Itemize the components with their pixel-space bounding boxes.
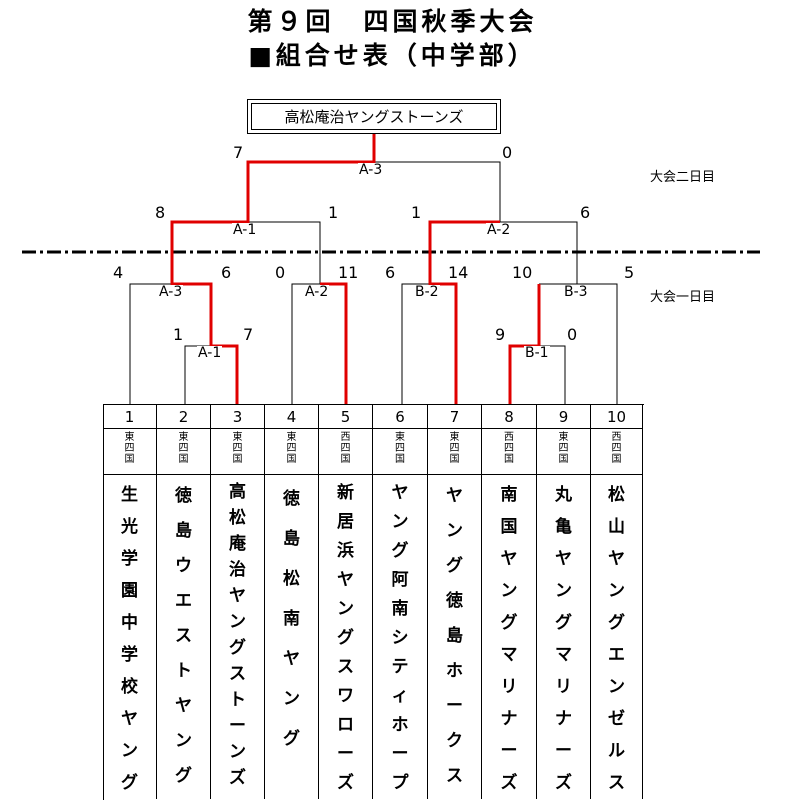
team-column: 2 東四国徳島ウエストヤング xyxy=(157,404,211,799)
score-r2a1-left: 8 xyxy=(155,203,166,222)
team-column: 9 東四国丸亀ヤングマリナーズ xyxy=(537,404,591,799)
team-name: 生光学園中学校ヤング xyxy=(121,485,138,793)
team-name: 松山ヤングエンゼルス xyxy=(608,485,625,793)
score-a3-left: 4 xyxy=(113,263,124,282)
team-region: 東四国 xyxy=(232,432,243,465)
score-a1-right: 7 xyxy=(243,325,254,344)
match-label-a1: A-1 xyxy=(197,345,223,361)
team-column: 3 東四国高松庵治ヤングストーンズ xyxy=(211,404,265,799)
team-column: 1 東四国生光学園中学校ヤング xyxy=(103,404,157,799)
team-number: 4 xyxy=(286,408,297,426)
score-b1-left: 9 xyxy=(495,325,506,344)
line-b3-up xyxy=(500,221,578,284)
team-region: 東四国 xyxy=(395,432,405,465)
team-region: 東四国 xyxy=(124,432,135,465)
winner-path-team7 xyxy=(428,220,500,404)
team-name: 徳島ウエストヤング xyxy=(175,486,192,786)
match-label-b3: B-3 xyxy=(563,284,589,300)
score-a2-left: 0 xyxy=(275,263,286,282)
match-label-r2a1: A-1 xyxy=(232,222,258,238)
score-b2-left: 6 xyxy=(385,263,396,282)
score-b1-right: 0 xyxy=(567,325,578,344)
team-column: 5 西四国新居浜ヤングスワローズ xyxy=(319,404,373,799)
score-a1-left: 1 xyxy=(173,325,184,344)
team-name: 徳島松南ヤング xyxy=(283,489,300,749)
champion-box: 高松庵治ヤングストーンズ xyxy=(247,99,501,134)
team-region: 西四国 xyxy=(340,432,351,465)
team-region: 東四国 xyxy=(558,432,569,465)
team-region: 西四国 xyxy=(504,432,514,465)
score-final-right: 0 xyxy=(502,143,513,162)
winner-path-team8 xyxy=(508,284,541,404)
page-subtitle: ■組合せ表（中学部） xyxy=(248,41,537,70)
table-divider-2 xyxy=(103,474,643,475)
team-column: 7 東四国ヤング徳島ホークス xyxy=(428,404,482,799)
score-a2-right: 11 xyxy=(338,263,359,282)
score-b3-left: 10 xyxy=(512,263,533,282)
team-number: 3 xyxy=(232,408,243,426)
team-region: 西四国 xyxy=(611,432,622,465)
match-label-final: A-3 xyxy=(358,162,384,178)
team-table xyxy=(103,404,644,800)
score-r2a2-left: 1 xyxy=(411,203,422,222)
team-name: ヤング阿南シティホープ xyxy=(391,483,409,793)
day1-label: 大会一日目 xyxy=(650,290,716,305)
score-b3-right: 5 xyxy=(624,263,635,282)
winner-path-team3 xyxy=(170,134,376,404)
match-label-a3: A-3 xyxy=(158,284,184,300)
team-region: 東四国 xyxy=(178,432,189,465)
table-divider-1 xyxy=(103,428,643,429)
winner-path-team5 xyxy=(320,282,348,404)
score-r2a1-right: 1 xyxy=(328,203,339,222)
team-name: 丸亀ヤングマリナーズ xyxy=(555,485,572,793)
team-name: 南国ヤングマリナーズ xyxy=(500,485,518,793)
team-number: 6 xyxy=(395,408,405,426)
team-number: 8 xyxy=(504,408,514,426)
team-number: 1 xyxy=(124,408,135,426)
day2-label: 大会二日目 xyxy=(650,170,716,185)
team-number: 10 xyxy=(606,408,627,426)
champion-name: 高松庵治ヤングストーンズ xyxy=(251,103,497,130)
team-number: 5 xyxy=(340,408,351,426)
line-team1 xyxy=(129,283,172,404)
team-column: 8 西四国南国ヤングマリナーズ xyxy=(482,404,537,799)
team-name: ヤング徳島ホークス xyxy=(446,486,463,786)
score-b2-right: 14 xyxy=(448,263,469,282)
match-label-r2a2: A-2 xyxy=(486,222,512,238)
match-label-b2: B-2 xyxy=(414,284,440,300)
team-region: 東四国 xyxy=(449,432,460,465)
team-column: 10 西四国松山ヤングエンゼルス xyxy=(591,404,643,799)
team-column: 4 東四国徳島松南ヤング xyxy=(265,404,319,799)
line-team6 xyxy=(401,283,430,404)
match-label-a2: A-2 xyxy=(304,284,330,300)
line-a2-up xyxy=(248,221,321,284)
score-final-left: 7 xyxy=(233,143,244,162)
team-column: 6 東四国ヤング阿南シティホープ xyxy=(373,404,428,799)
team-number: 2 xyxy=(178,408,189,426)
team-region: 東四国 xyxy=(286,432,297,465)
team-name: 高松庵治ヤングストーンズ xyxy=(229,482,246,788)
team-number: 9 xyxy=(558,408,569,426)
line-team4 xyxy=(291,283,320,404)
line-a2b-up xyxy=(374,161,501,222)
score-a3-right: 6 xyxy=(221,263,232,282)
match-label-b1: B-1 xyxy=(524,345,550,361)
team-name: 新居浜ヤングスワローズ xyxy=(337,483,354,793)
team-number: 7 xyxy=(449,408,460,426)
line-team10 xyxy=(539,283,618,404)
page-title: 第９回 四国秋季大会 xyxy=(247,7,538,36)
score-r2a2-right: 6 xyxy=(580,203,591,222)
